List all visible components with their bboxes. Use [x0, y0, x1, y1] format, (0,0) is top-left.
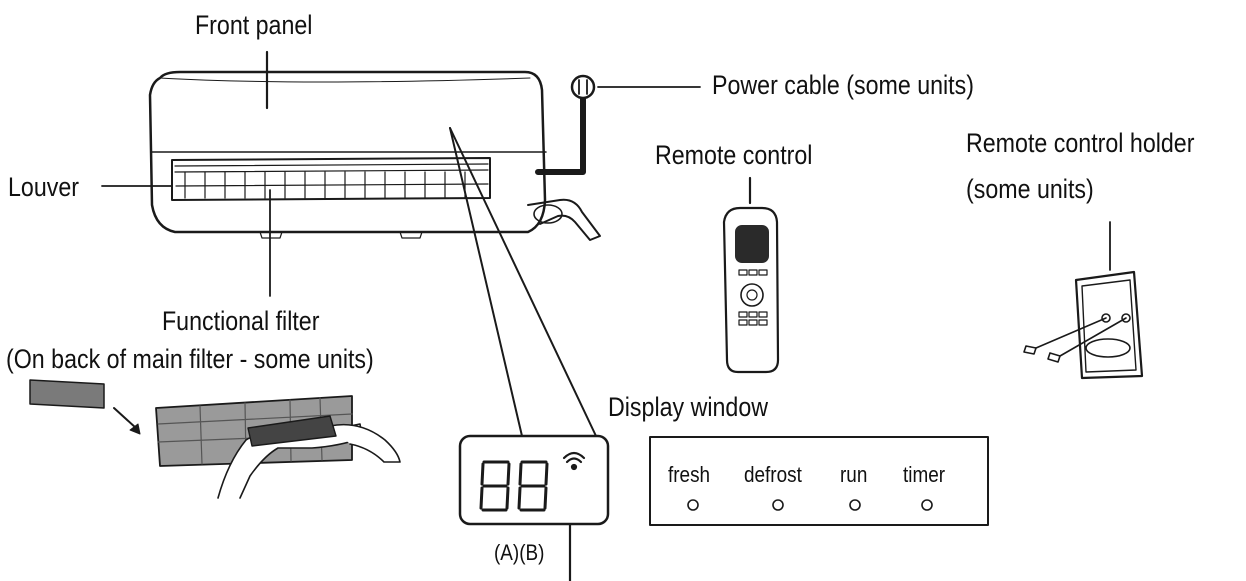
- display-window-panel: [649, 436, 989, 526]
- indoor-unit: [148, 70, 601, 241]
- arrow-line: [113, 407, 137, 429]
- power-cable: [535, 74, 701, 175]
- remote-holder-label-line1: Remote control holder: [966, 128, 1195, 158]
- fresh-led: [687, 499, 699, 511]
- remote-control: [722, 206, 780, 374]
- display-zoom-left: [449, 127, 523, 437]
- display-window-label: Display window: [608, 392, 769, 422]
- indicator-fresh-label: fresh: [668, 462, 711, 487]
- remote-control-holder: [1023, 270, 1144, 380]
- seven-segment-digits: [479, 460, 549, 512]
- remote-control-label: Remote control: [655, 140, 813, 170]
- arrow-head: [129, 423, 141, 435]
- indicator-timer-label: timer: [903, 462, 946, 487]
- louver-label: Louver: [8, 172, 80, 202]
- small-filter: [29, 379, 105, 409]
- indicator-run-label: run: [840, 462, 868, 487]
- louver: [171, 157, 491, 201]
- digit-display-panel: [458, 434, 610, 526]
- power-cable-label: Power cable (some units): [712, 70, 974, 100]
- remote-holder-label-line2: (some units): [966, 174, 1094, 204]
- functional-filter-label-line1: Functional filter: [162, 306, 320, 336]
- front-panel-label: Front panel: [195, 10, 313, 40]
- defrost-led: [772, 499, 784, 511]
- timer-led: [921, 499, 933, 511]
- run-led: [849, 499, 861, 511]
- display-zoom-right: [449, 127, 597, 437]
- filter-illustration: [29, 379, 401, 499]
- functional-filter-label-line2: (On back of main filter - some units): [6, 344, 374, 374]
- ab-label: (A)(B): [494, 540, 545, 565]
- indicator-leds: [687, 499, 933, 511]
- remote-screen: [735, 225, 769, 263]
- indicator-defrost-label: defrost: [744, 462, 802, 487]
- wifi-icon: [562, 451, 586, 471]
